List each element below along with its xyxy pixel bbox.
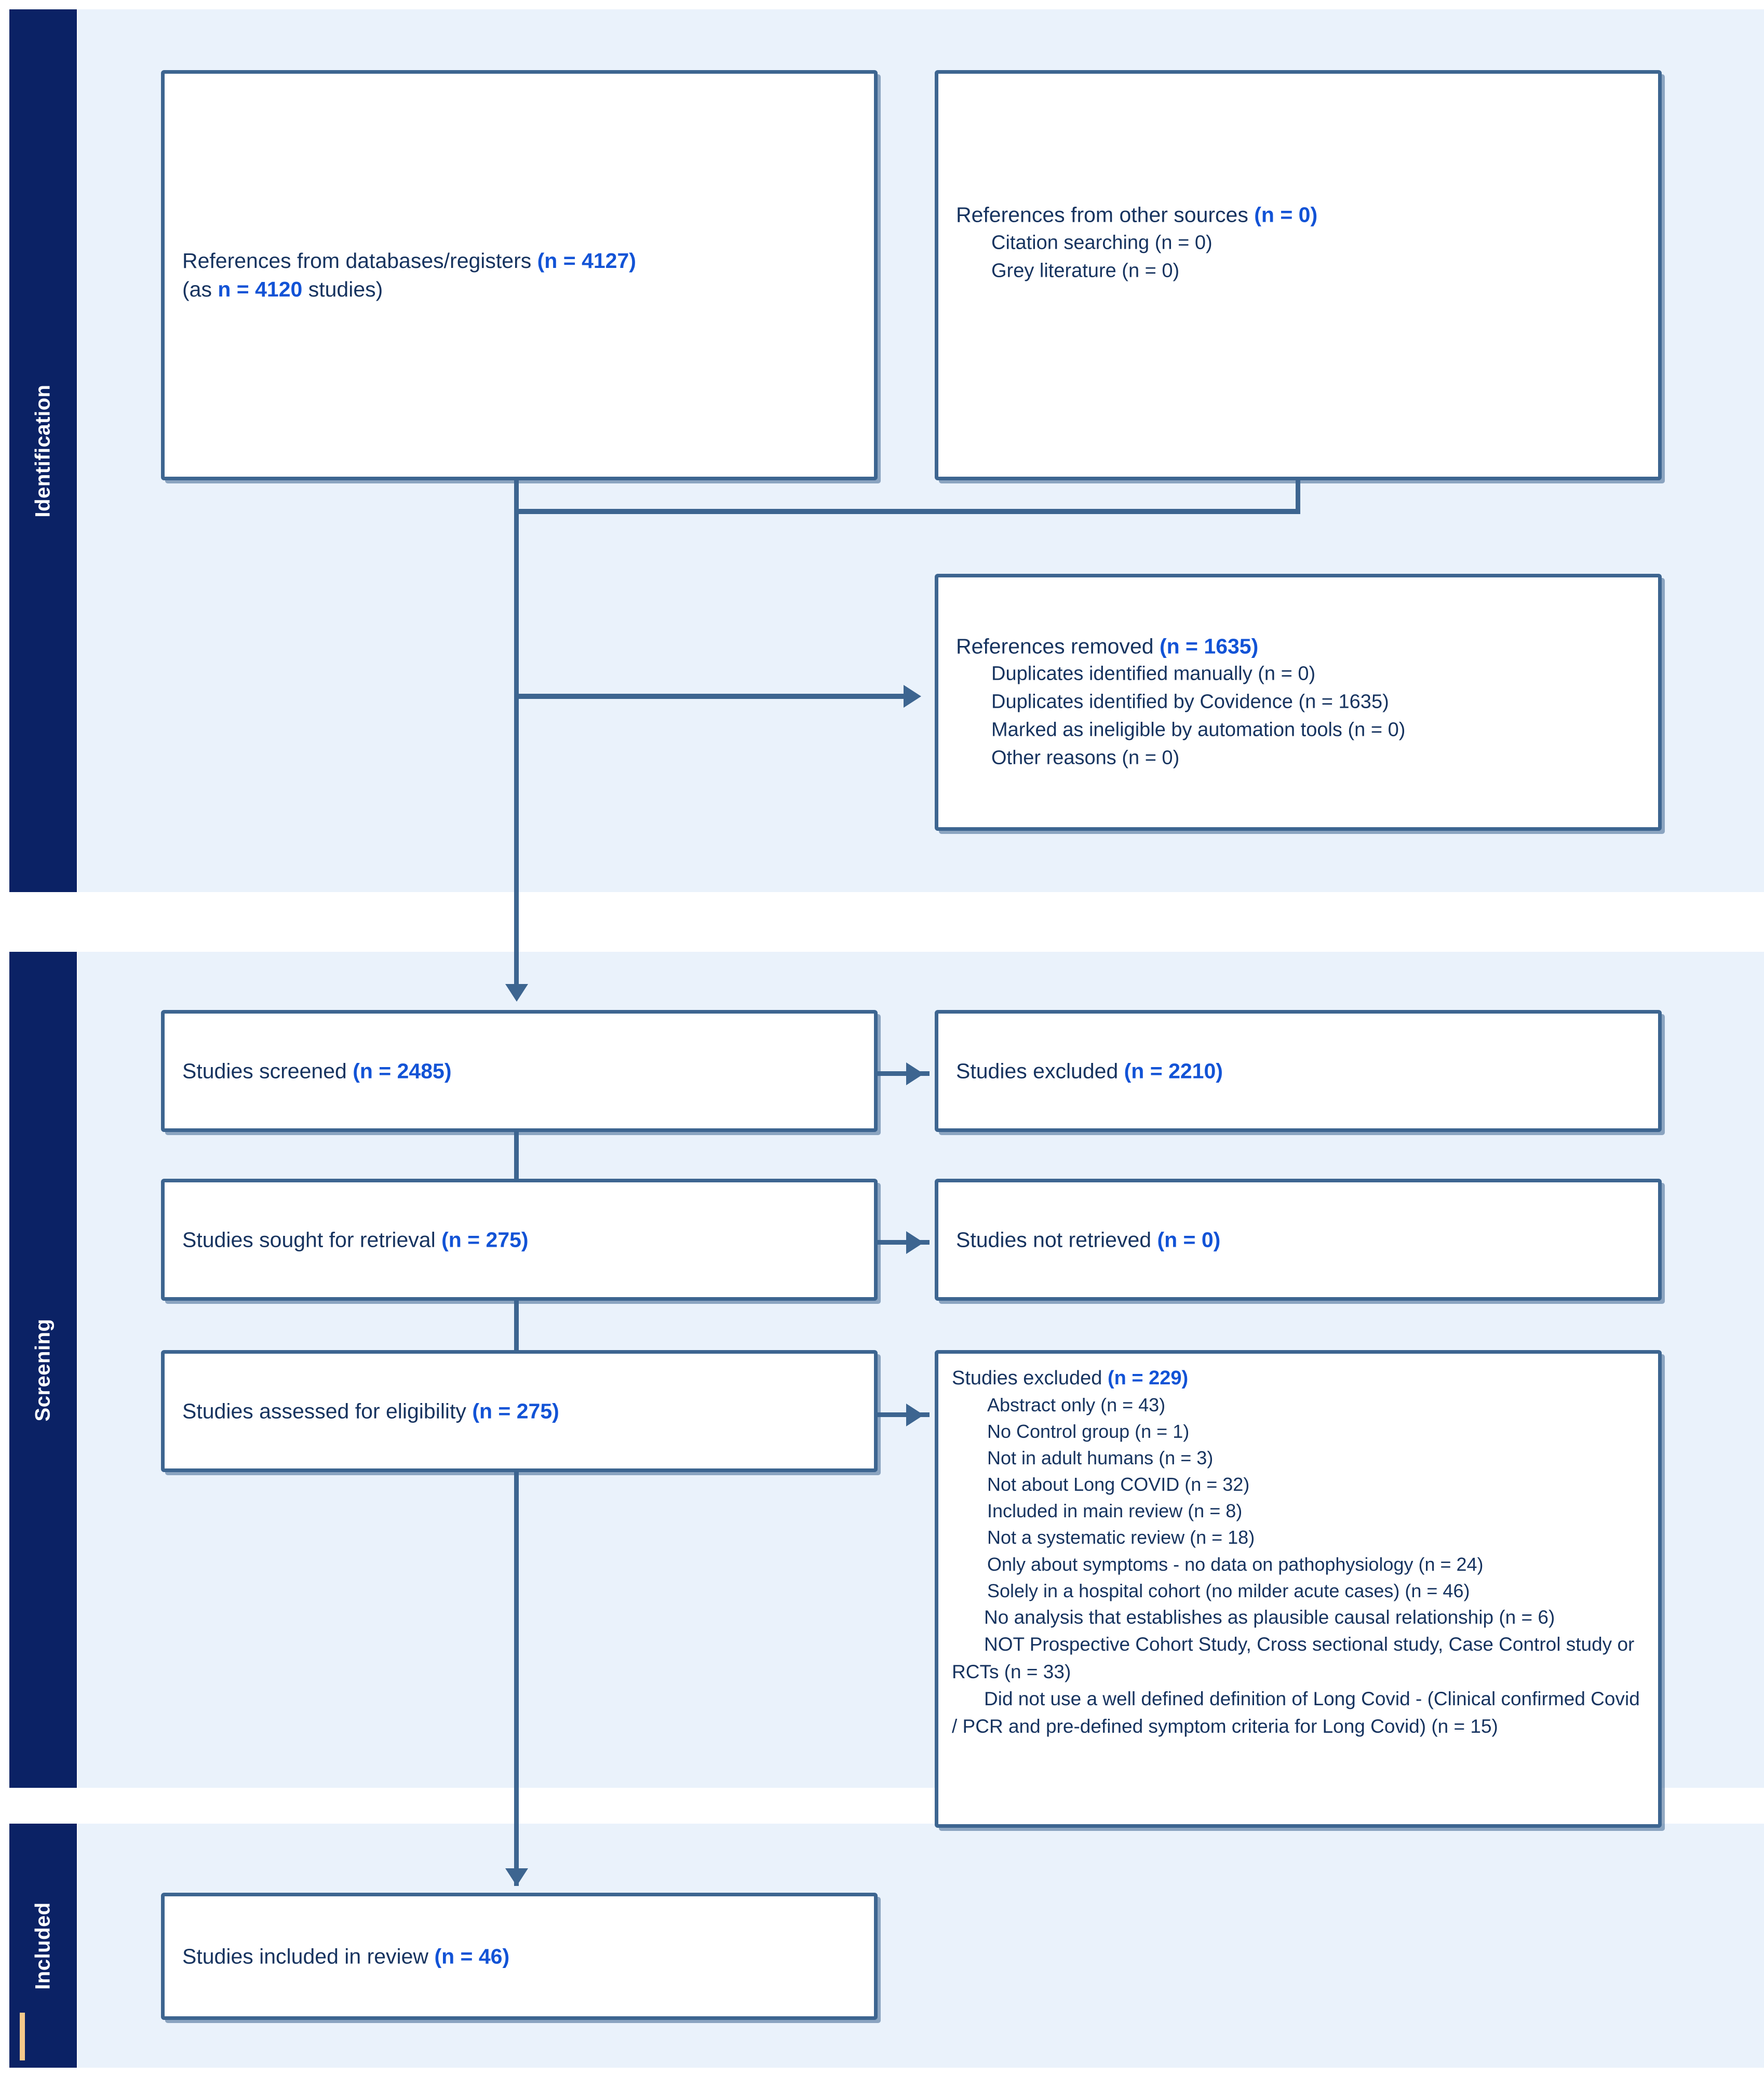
included-tick-mark [20,2013,25,2060]
arrow-to-studies-not-retrieved [906,1231,924,1254]
box-studies-screened[interactable]: Studies screened (n = 2485) [161,1010,878,1132]
arrow-to-studies-screened [505,984,528,1002]
connector-assessed-to-included [514,1471,519,1886]
studies-included-label: Studies included in review (n = 46) [182,1942,860,1971]
box-references-from-other-sources[interactable]: References from other sources (n = 0) Ci… [935,70,1662,480]
box-studies-not-retrieved[interactable]: Studies not retrieved (n = 0) [935,1179,1662,1301]
studies-excluded-screening-count: (n = 2210) [1124,1059,1223,1083]
studies-assessed-label: Studies assessed for eligibility (n = 27… [182,1397,860,1425]
stage-label-screening-text: Screening [31,1318,55,1421]
other-sources-item: Grey literature (n = 0) [991,260,1180,282]
studies-excluded-screening-label: Studies excluded (n = 2210) [956,1057,1645,1085]
box-studies-sought-for-retrieval[interactable]: Studies sought for retrieval (n = 275) [161,1179,878,1301]
studies-excluded-screening-text: Studies excluded [956,1059,1124,1083]
connector-sought-to-assessed [514,1298,519,1385]
studies-assessed-count: (n = 275) [472,1399,559,1423]
excluded-reason-item: Included in main review (n = 8) [987,1500,1243,1522]
studies-excluded-eligibility-count: (n = 229) [1107,1367,1189,1389]
connector-sought-to-not-retrieved [878,1240,930,1245]
studies-included-label-text: Studies included in review [182,1944,435,1969]
arrow-to-studies-excluded-screening [906,1062,924,1085]
excluded-reason-item: Not about Long COVID (n = 32) [987,1474,1250,1495]
studies-excluded-eligibility-title: Studies excluded (n = 229) [952,1365,1649,1392]
stage-label-included-text: Included [31,1902,55,1990]
references-removed-item: Marked as ineligible by automation tools… [991,719,1406,741]
studies-not-retrieved-label: Studies not retrieved (n = 0) [956,1225,1645,1254]
other-sources-item: Citation searching (n = 0) [991,232,1213,254]
box-references-from-databases[interactable]: References from databases/registers (n =… [161,70,878,480]
other-sources-title: References from other sources (n = 0) [956,200,1645,229]
box-studies-excluded-eligibility[interactable]: Studies excluded (n = 229) Abstract only… [935,1350,1662,1828]
stage-label-identification: Identification [9,9,77,892]
databases-line-1-text: References from databases/registers [182,249,537,273]
box-references-removed[interactable]: References removed (n = 1635) Duplicates… [935,574,1662,831]
arrow-to-studies-excluded-eligibility [906,1404,924,1426]
studies-sought-count: (n = 275) [441,1228,529,1252]
studies-included-count: (n = 46) [434,1944,510,1969]
box-studies-excluded-screening[interactable]: Studies excluded (n = 2210) [935,1010,1662,1132]
studies-screened-label-text: Studies screened [182,1059,353,1083]
connector-merge-horizontal [514,509,1300,514]
connector-other-sources-down [1296,479,1300,513]
references-removed-title-text: References removed [956,634,1160,658]
connector-screened-to-excluded [878,1071,930,1076]
studies-not-retrieved-count: (n = 0) [1157,1228,1221,1252]
excluded-reason-item: No Control group (n = 1) [987,1421,1190,1443]
databases-line-1: References from databases/registers (n =… [182,247,860,275]
studies-not-retrieved-text: Studies not retrieved [956,1228,1157,1252]
databases-line-2-post: studies) [302,277,383,301]
excluded-reason-item: Solely in a hospital cohort (no milder a… [987,1580,1470,1601]
excluded-reason-item: Only about symptoms - no data on pathoph… [987,1553,1484,1575]
connector-databases-down [514,479,519,513]
stage-label-identification-text: Identification [31,384,55,517]
studies-screened-count: (n = 2485) [353,1059,452,1083]
studies-sought-label: Studies sought for retrieval (n = 275) [182,1225,860,1254]
references-removed-title-count: (n = 1635) [1159,634,1259,658]
excluded-reason-item: Abstract only (n = 43) [987,1394,1166,1416]
box-studies-included-in-review[interactable]: Studies included in review (n = 46) [161,1893,878,2020]
connector-screened-to-sought [514,1131,519,1217]
studies-screened-label: Studies screened (n = 2485) [182,1057,860,1085]
other-sources-title-text: References from other sources [956,203,1255,227]
stage-label-included: Included [9,1824,77,2068]
studies-sought-label-text: Studies sought for retrieval [182,1228,442,1252]
databases-line-2-count: n = 4120 [218,277,303,301]
stage-label-screening: Screening [9,952,77,1788]
arrow-to-studies-included [505,1868,528,1886]
studies-assessed-label-text: Studies assessed for eligibility [182,1399,473,1423]
references-removed-item: Other reasons (n = 0) [991,747,1180,769]
arrow-to-references-removed [904,685,921,708]
connector-to-references-removed [514,694,904,699]
connector-main-trunk-identification [514,509,519,997]
excluded-reason-item: Did not use a well defined definition of… [952,1688,1640,1737]
studies-excluded-eligibility-title-text: Studies excluded [952,1367,1108,1389]
excluded-reason-item: Not a systematic review (n = 18) [987,1527,1255,1548]
references-removed-item: Duplicates identified by Covidence (n = … [991,691,1389,713]
references-removed-item: Duplicates identified manually (n = 0) [991,663,1316,685]
excluded-reason-item: No analysis that establishes as plausibl… [984,1606,1555,1628]
databases-line-1-count: (n = 4127) [537,249,636,273]
databases-line-2: (as n = 4120 studies) [182,275,860,304]
excluded-reason-item: Not in adult humans (n = 3) [987,1447,1214,1469]
databases-line-2-pre: (as [182,277,218,301]
box-studies-assessed-for-eligibility[interactable]: Studies assessed for eligibility (n = 27… [161,1350,878,1472]
references-removed-title: References removed (n = 1635) [956,632,1645,660]
connector-assessed-to-excluded [878,1412,930,1417]
other-sources-title-count: (n = 0) [1254,203,1318,227]
excluded-reason-item: NOT Prospective Cohort Study, Cross sect… [952,1634,1635,1682]
